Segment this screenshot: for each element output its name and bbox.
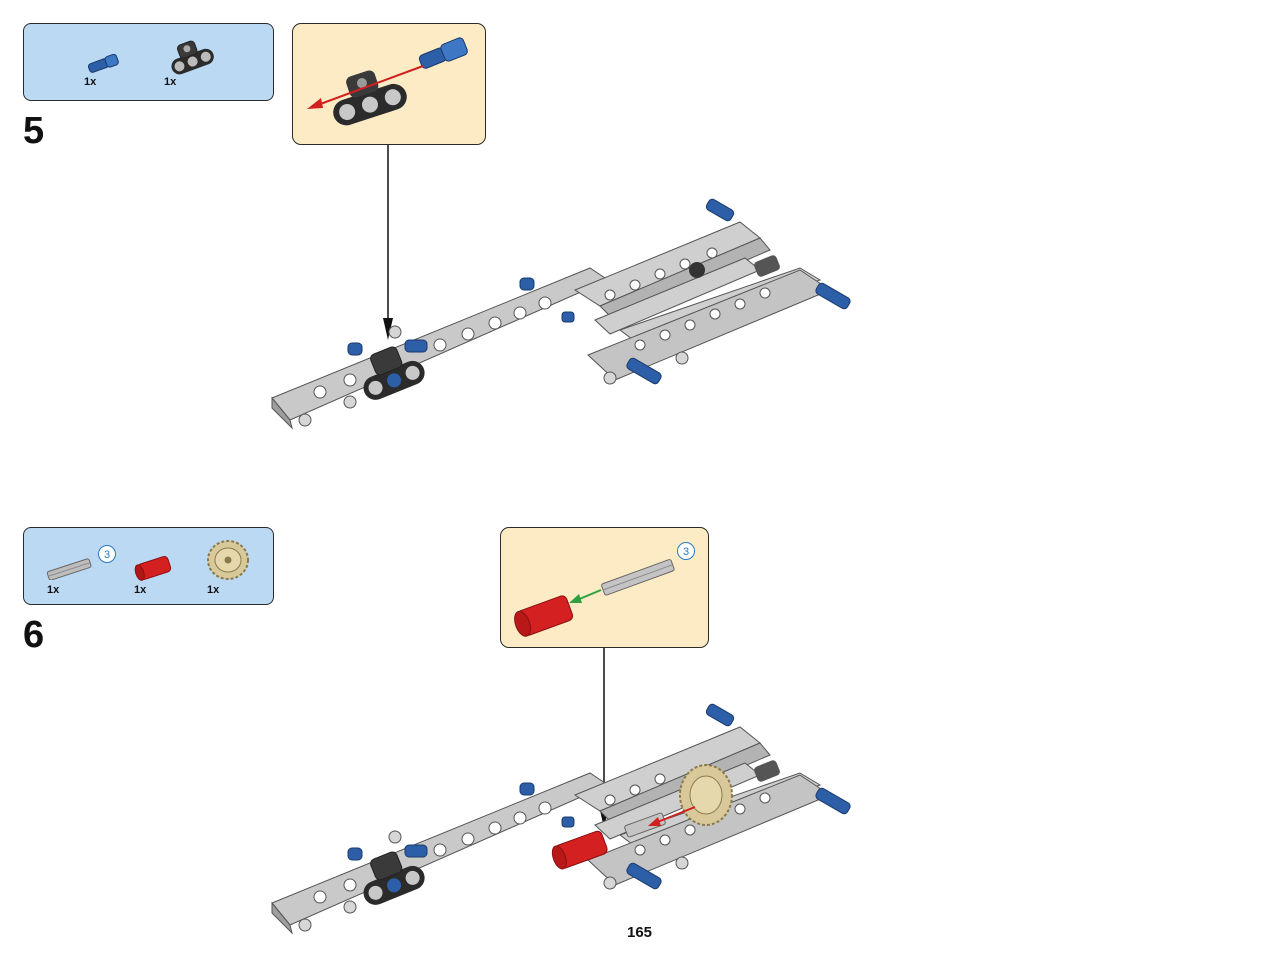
tan-gear-icon	[207, 540, 249, 580]
subassembly-callout-step-6: 3	[500, 527, 709, 648]
step-number: 5	[23, 110, 45, 152]
part-qty: 1x	[164, 76, 177, 88]
part-qty: 1x	[134, 584, 147, 596]
red-axle-extender-icon	[134, 555, 172, 581]
subassembly-callout-step-5	[292, 23, 486, 145]
black-beam-connector-icon	[171, 40, 214, 75]
parts-list-step-5: 1x 1x	[23, 23, 274, 101]
red-axle-extender-icon	[514, 595, 574, 637]
blue-axle-pin-icon	[87, 53, 119, 73]
axle-length-badge: 3	[677, 542, 695, 560]
part-qty: 1x	[207, 584, 220, 596]
insertion-arrow	[576, 589, 602, 601]
axle-length-badge: 3	[98, 545, 116, 563]
insertion-arrow	[314, 65, 424, 107]
grey-axle-icon	[601, 559, 675, 596]
blue-axle-pin-icon	[418, 37, 468, 69]
grey-axle-icon	[46, 558, 92, 580]
step-number: 6	[23, 614, 45, 656]
page-number: 165	[627, 924, 653, 941]
parts-list-step-6: 3 1x 1x 1x	[23, 527, 274, 605]
part-qty: 1x	[84, 76, 97, 88]
part-qty: 1x	[47, 584, 60, 596]
